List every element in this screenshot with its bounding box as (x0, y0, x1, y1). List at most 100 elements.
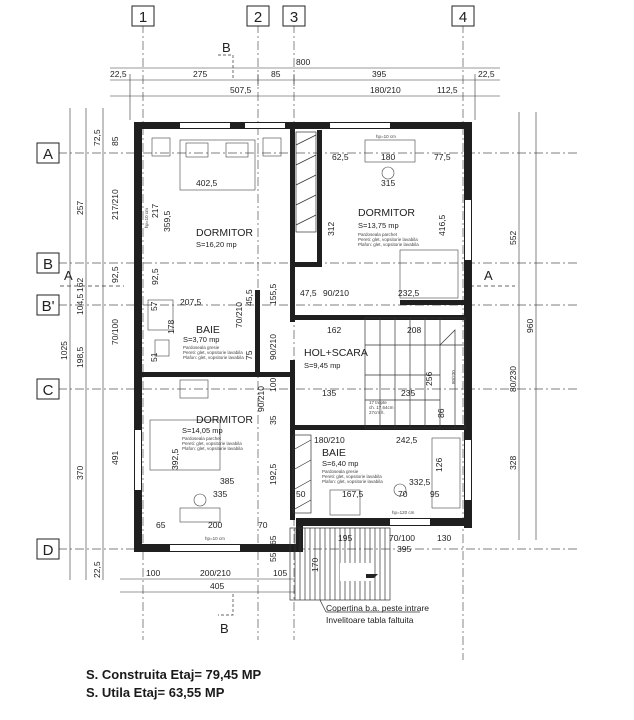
exterior-walls (134, 122, 472, 552)
svg-text:Pereti: glet, vopsitorie lavab: Pereti: glet, vopsitorie lavabila (322, 474, 382, 479)
svg-text:112,5: 112,5 (437, 85, 458, 95)
svg-text:392,5: 392,5 (170, 448, 180, 470)
bottom-dimensions: 100 200/210 105 405 (120, 568, 295, 593)
svg-text:86: 86 (436, 408, 446, 418)
svg-text:55: 55 (268, 552, 278, 562)
svg-text:1025: 1025 (59, 341, 69, 360)
svg-text:A: A (43, 146, 53, 163)
svg-text:167,5: 167,5 (342, 489, 364, 499)
svg-text:ch. 17,64cm: ch. 17,64cm (369, 405, 394, 410)
axis-label-col-1: 1 (131, 5, 155, 27)
svg-text:405: 405 (210, 581, 224, 591)
section-marker-top: B (218, 40, 234, 78)
svg-text:315: 315 (381, 178, 395, 188)
svg-text:80/230: 80/230 (451, 370, 456, 384)
svg-text:162: 162 (327, 325, 341, 335)
svg-text:S=3,70 mp: S=3,70 mp (183, 335, 219, 344)
svg-text:192,5: 192,5 (268, 463, 278, 485)
svg-text:27cm lt.: 27cm lt. (369, 410, 385, 415)
svg-text:Pereti: glet, vopsitorie lavab: Pereti: glet, vopsitorie lavabila (182, 441, 242, 446)
svg-text:402,5: 402,5 (196, 178, 218, 188)
axis-label-row-b-prime: B' (36, 294, 60, 316)
svg-text:800: 800 (296, 57, 310, 67)
svg-text:Pereti: glet, vopsitorie lavab: Pereti: glet, vopsitorie lavabila (358, 237, 418, 242)
svg-text:hp=120 cm: hp=120 cm (392, 510, 415, 515)
svg-text:100: 100 (268, 378, 278, 392)
svg-text:207,5: 207,5 (180, 297, 202, 307)
svg-text:77,5: 77,5 (434, 152, 451, 162)
svg-text:DORMITOR: DORMITOR (196, 414, 253, 426)
svg-text:395: 395 (372, 69, 386, 79)
svg-text:45,5: 45,5 (244, 289, 254, 306)
svg-text:hp=10 cm: hp=10 cm (144, 208, 149, 228)
section-marker-bottom: B (218, 594, 234, 636)
stair-treads (364, 317, 466, 429)
svg-text:hp=10 cm: hp=10 cm (376, 134, 396, 139)
svg-text:104,5: 104,5 (75, 293, 85, 315)
svg-text:92,5: 92,5 (110, 266, 120, 283)
right-dimensions: 552 328 960 80/230 (508, 112, 537, 540)
svg-text:416,5: 416,5 (437, 214, 447, 236)
svg-text:62,5: 62,5 (332, 152, 349, 162)
svg-text:50: 50 (296, 489, 306, 499)
svg-text:85: 85 (110, 136, 120, 146)
svg-text:80/230: 80/230 (508, 366, 518, 392)
room-hall-stairs: HOL+SCARA S=9,45 mp 17 trepte ch. 17,64c… (304, 347, 394, 415)
svg-text:217/210: 217/210 (110, 189, 120, 220)
svg-text:1: 1 (139, 9, 147, 26)
left-dimensions: 1025 257 162 104,5 198,5 370 72,5 85 217… (59, 108, 120, 580)
svg-text:135: 135 (322, 388, 336, 398)
svg-text:312: 312 (326, 222, 336, 236)
svg-text:242,5: 242,5 (396, 435, 418, 445)
svg-text:22,5: 22,5 (478, 69, 495, 79)
svg-text:232,5: 232,5 (398, 288, 420, 298)
svg-text:Pereti: glet, vopsitorie lavab: Pereti: glet, vopsitorie lavabila (183, 350, 243, 355)
svg-text:198,5: 198,5 (75, 346, 85, 368)
svg-text:51: 51 (149, 352, 159, 362)
axis-label-col-4: 4 (451, 5, 475, 27)
svg-text:370: 370 (75, 466, 85, 480)
svg-text:180/210: 180/210 (314, 435, 345, 445)
svg-text:491: 491 (110, 451, 120, 465)
svg-text:195: 195 (338, 533, 352, 543)
svg-text:126: 126 (434, 458, 444, 472)
svg-text:275: 275 (193, 69, 207, 79)
section-marker-right: A (470, 268, 515, 287)
svg-text:217: 217 (150, 204, 160, 218)
svg-text:2: 2 (254, 9, 262, 26)
svg-text:57: 57 (149, 301, 159, 311)
constructed-area-summary: S. Construita Etaj= 79,45 MP (86, 667, 262, 682)
svg-text:S=13,75 mp: S=13,75 mp (358, 221, 399, 230)
svg-text:Invelitoare tabla faltuita: Invelitoare tabla faltuita (326, 615, 414, 625)
svg-text:65: 65 (268, 535, 278, 545)
svg-text:235: 235 (401, 388, 415, 398)
svg-text:180: 180 (381, 152, 395, 162)
svg-text:85: 85 (271, 69, 281, 79)
svg-text:208: 208 (407, 325, 421, 335)
svg-text:328: 328 (508, 456, 518, 470)
svg-text:395: 395 (397, 544, 411, 554)
svg-text:95: 95 (430, 489, 440, 499)
svg-text:BAIE: BAIE (322, 447, 346, 459)
svg-text:BAIE: BAIE (196, 324, 220, 336)
svg-text:200: 200 (208, 520, 222, 530)
axis-label-col-2: 2 (246, 5, 270, 27)
svg-text:47,5: 47,5 (300, 288, 317, 298)
svg-text:Copertina b.a. peste intrare: Copertina b.a. peste intrare (326, 603, 429, 613)
svg-text:22,5: 22,5 (110, 69, 127, 79)
svg-text:Pardoseala parchet: Pardoseala parchet (182, 436, 222, 441)
svg-text:Pardoseala gresie: Pardoseala gresie (322, 469, 359, 474)
svg-text:130: 130 (437, 533, 451, 543)
entrance-canopy (289, 527, 420, 613)
svg-text:178: 178 (166, 320, 176, 334)
top-dimensions: 800 22,5 275 85 395 22,5 507,5 180/210 1… (110, 57, 500, 120)
svg-text:200/210: 200/210 (200, 568, 231, 578)
svg-text:100: 100 (146, 568, 160, 578)
svg-text:D: D (43, 542, 54, 559)
axis-label-row-a: A (36, 142, 60, 164)
canopy-annotation: Copertina b.a. peste intrare Invelitoare… (326, 603, 429, 625)
room-bedroom-2: DORMITOR S=13,75 mp Pardoseala parchet P… (358, 207, 419, 247)
svg-text:960: 960 (525, 319, 535, 333)
svg-text:4: 4 (459, 9, 467, 26)
